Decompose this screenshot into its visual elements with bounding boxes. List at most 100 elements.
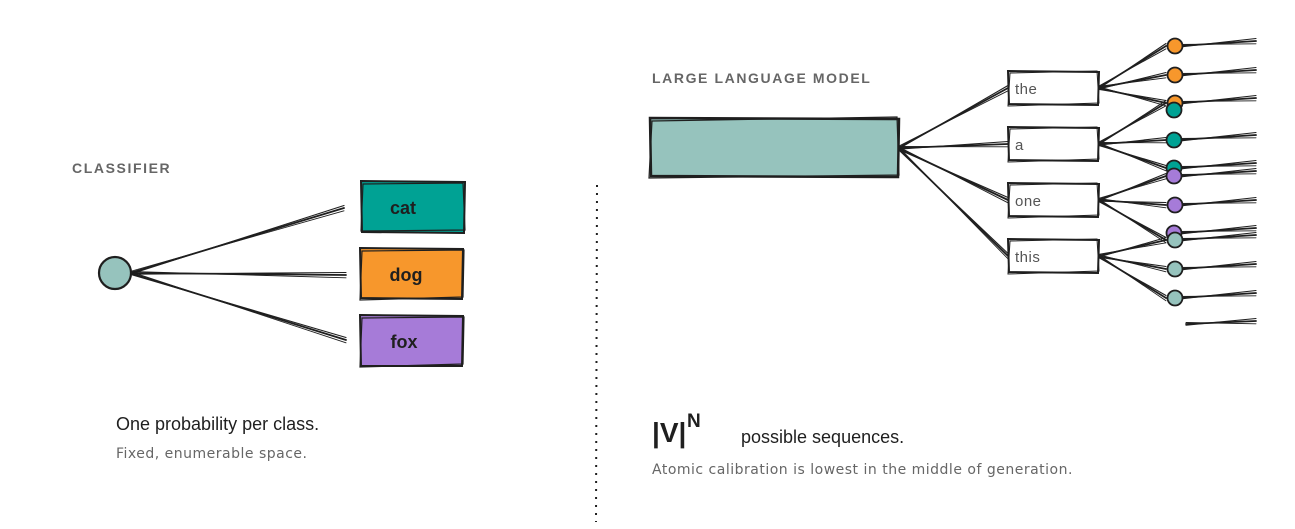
leaf-tail-7-stroke-0: [1177, 227, 1257, 234]
next-token-nodes: [1165, 37, 1184, 307]
next-token-node-4: [1165, 131, 1183, 149]
leaf-tail-3-stroke-1: [1177, 131, 1257, 142]
leaf-tail-9-stroke-0: [1177, 263, 1257, 270]
next-token-node-3: [1165, 101, 1183, 119]
token-branch-3-1-stroke-1: [1097, 256, 1167, 297]
token-branch-0-2-stroke-0: [1097, 87, 1167, 104]
token-box-the: the: [1006, 69, 1101, 107]
next-token-node-11: [1166, 289, 1184, 307]
leaf-tail-5-stroke-0: [1177, 170, 1257, 177]
token-box-this: this: [1006, 237, 1101, 275]
token-branch-2-0-stroke-0: [1097, 175, 1167, 201]
model-branch-2-stroke-0: [897, 147, 1009, 201]
token-branch-0-1-stroke-2: [1097, 77, 1167, 87]
token-branch-3-0-stroke-1: [1097, 256, 1167, 268]
token-box-a: a: [1006, 125, 1101, 163]
classifier-branch-0-stroke-0: [129, 207, 345, 274]
leaf-tail-10-stroke-0: [1177, 292, 1257, 299]
token-branch-0-1-stroke-1: [1097, 71, 1167, 90]
leaf-tail-7-stroke-1: [1177, 224, 1257, 235]
leaf-tail-extra-stroke-2: [1185, 322, 1257, 325]
model-branch-2-stroke-2: [897, 146, 1009, 204]
token-branch-1-1-stroke-2: [1097, 142, 1167, 172]
model-branch-1-stroke-0: [897, 143, 1009, 149]
next-token-node-9: [1166, 231, 1184, 249]
classifier-title: CLASSIFIER: [72, 160, 171, 176]
token-branch-2-1-stroke-2: [1097, 198, 1167, 209]
leaf-tail-0-stroke-1: [1177, 37, 1257, 48]
token-branch-2-2-stroke-2: [1097, 198, 1167, 244]
token-box-one: one: [1006, 181, 1101, 219]
leaf-tail-8-stroke-2: [1177, 237, 1257, 239]
token-branch-0-0-stroke-1: [1097, 42, 1167, 90]
token-branch-0-0-stroke-2: [1097, 48, 1167, 87]
leaf-tail-5-stroke-1: [1177, 167, 1257, 178]
leaf-tail-0-stroke-0: [1177, 40, 1257, 47]
class-label-dog: dog: [390, 265, 423, 285]
token-branch-2-1-stroke-0: [1097, 199, 1167, 206]
leaf-tail-6-stroke-2: [1177, 202, 1257, 204]
model-branch-0-stroke-0: [897, 87, 1009, 149]
token-label-a: a: [1015, 137, 1024, 154]
token-branch-3-0-stroke-2: [1097, 254, 1167, 273]
token-label-this: this: [1015, 249, 1040, 266]
formula-base: |V|: [652, 417, 686, 448]
token-branch-2-2-stroke-1: [1097, 200, 1167, 239]
leaf-tail-1-stroke-2: [1177, 72, 1257, 74]
leaf-tail-9-stroke-1: [1177, 260, 1257, 271]
model-branch-0-stroke-1: [897, 84, 1009, 150]
leaf-tail-6-stroke-0: [1177, 199, 1257, 206]
llm-model-block: [648, 116, 901, 179]
next-token-node-10: [1166, 260, 1184, 278]
leaf-tail-10-stroke-1: [1177, 289, 1257, 300]
token-branch-1-1-stroke-0: [1097, 143, 1167, 169]
token-branch-1-1-stroke-1: [1097, 144, 1167, 167]
classifier-branch-1-stroke-1: [129, 271, 347, 275]
leaf-tail-2-stroke-2: [1177, 100, 1257, 102]
leaf-tail-0-stroke-2: [1177, 43, 1257, 45]
token-branch-1-2-stroke-2: [1097, 105, 1167, 143]
classifier-branch-2-stroke-2: [129, 271, 347, 344]
classifier-branch-2-stroke-1: [129, 273, 347, 339]
class-box-cat: cat: [359, 179, 467, 235]
formula-exponent: N: [687, 411, 701, 432]
classifier-branch-1-stroke-2: [129, 271, 347, 279]
next-token-node-6: [1165, 167, 1183, 185]
token-branch-3-2-stroke-1: [1097, 236, 1167, 258]
leaf-tail-6-stroke-1: [1177, 196, 1257, 207]
leaf-tail-4-stroke-0: [1177, 162, 1257, 169]
classifier-branch-0-stroke-2: [129, 210, 345, 272]
leaf-tail-5-stroke-2: [1177, 173, 1257, 175]
token-branch-1-0-stroke-0: [1097, 139, 1167, 145]
token-branch-3-1-stroke-2: [1097, 254, 1167, 302]
classifier-branch-0-stroke-1: [129, 204, 345, 275]
token-branch-0-2-stroke-1: [1097, 88, 1167, 102]
token-branch-0-2-stroke-2: [1097, 86, 1167, 107]
section-divider: [595, 184, 598, 523]
token-branch-1-0-stroke-1: [1097, 136, 1167, 146]
leaf-tail-3-stroke-0: [1177, 134, 1257, 141]
leaf-tail-2-stroke-1: [1177, 94, 1257, 105]
leaf-tail-extra-stroke-1: [1185, 317, 1257, 326]
llm-branches: [897, 37, 1257, 326]
token-branch-2-0-stroke-2: [1097, 178, 1167, 199]
next-token-node-1: [1166, 66, 1184, 84]
leaf-tail-4-stroke-1: [1177, 159, 1257, 170]
next-token-node-7: [1166, 196, 1184, 214]
leaf-tail-1-stroke-0: [1177, 69, 1257, 76]
leaf-tail-10-stroke-2: [1177, 295, 1257, 297]
token-branch-1-2-stroke-1: [1097, 99, 1167, 146]
token-branch-0-1-stroke-0: [1097, 74, 1167, 89]
token-label-the: the: [1015, 81, 1037, 98]
classifier-subcaption: Fixed, enumerable space.: [116, 446, 307, 462]
classifier-branch-1-stroke-0: [129, 272, 347, 276]
token-label-one: one: [1015, 193, 1042, 210]
leaf-tail-3-stroke-2: [1177, 137, 1257, 139]
llm-title: LARGE LANGUAGE MODEL: [652, 70, 871, 86]
model-branch-0-stroke-2: [897, 90, 1009, 147]
class-box-fox: fox: [358, 313, 465, 368]
class-label-cat: cat: [390, 198, 416, 218]
leaf-tail-extra-stroke-0: [1185, 320, 1257, 325]
leaf-tail-1-stroke-1: [1177, 66, 1257, 77]
